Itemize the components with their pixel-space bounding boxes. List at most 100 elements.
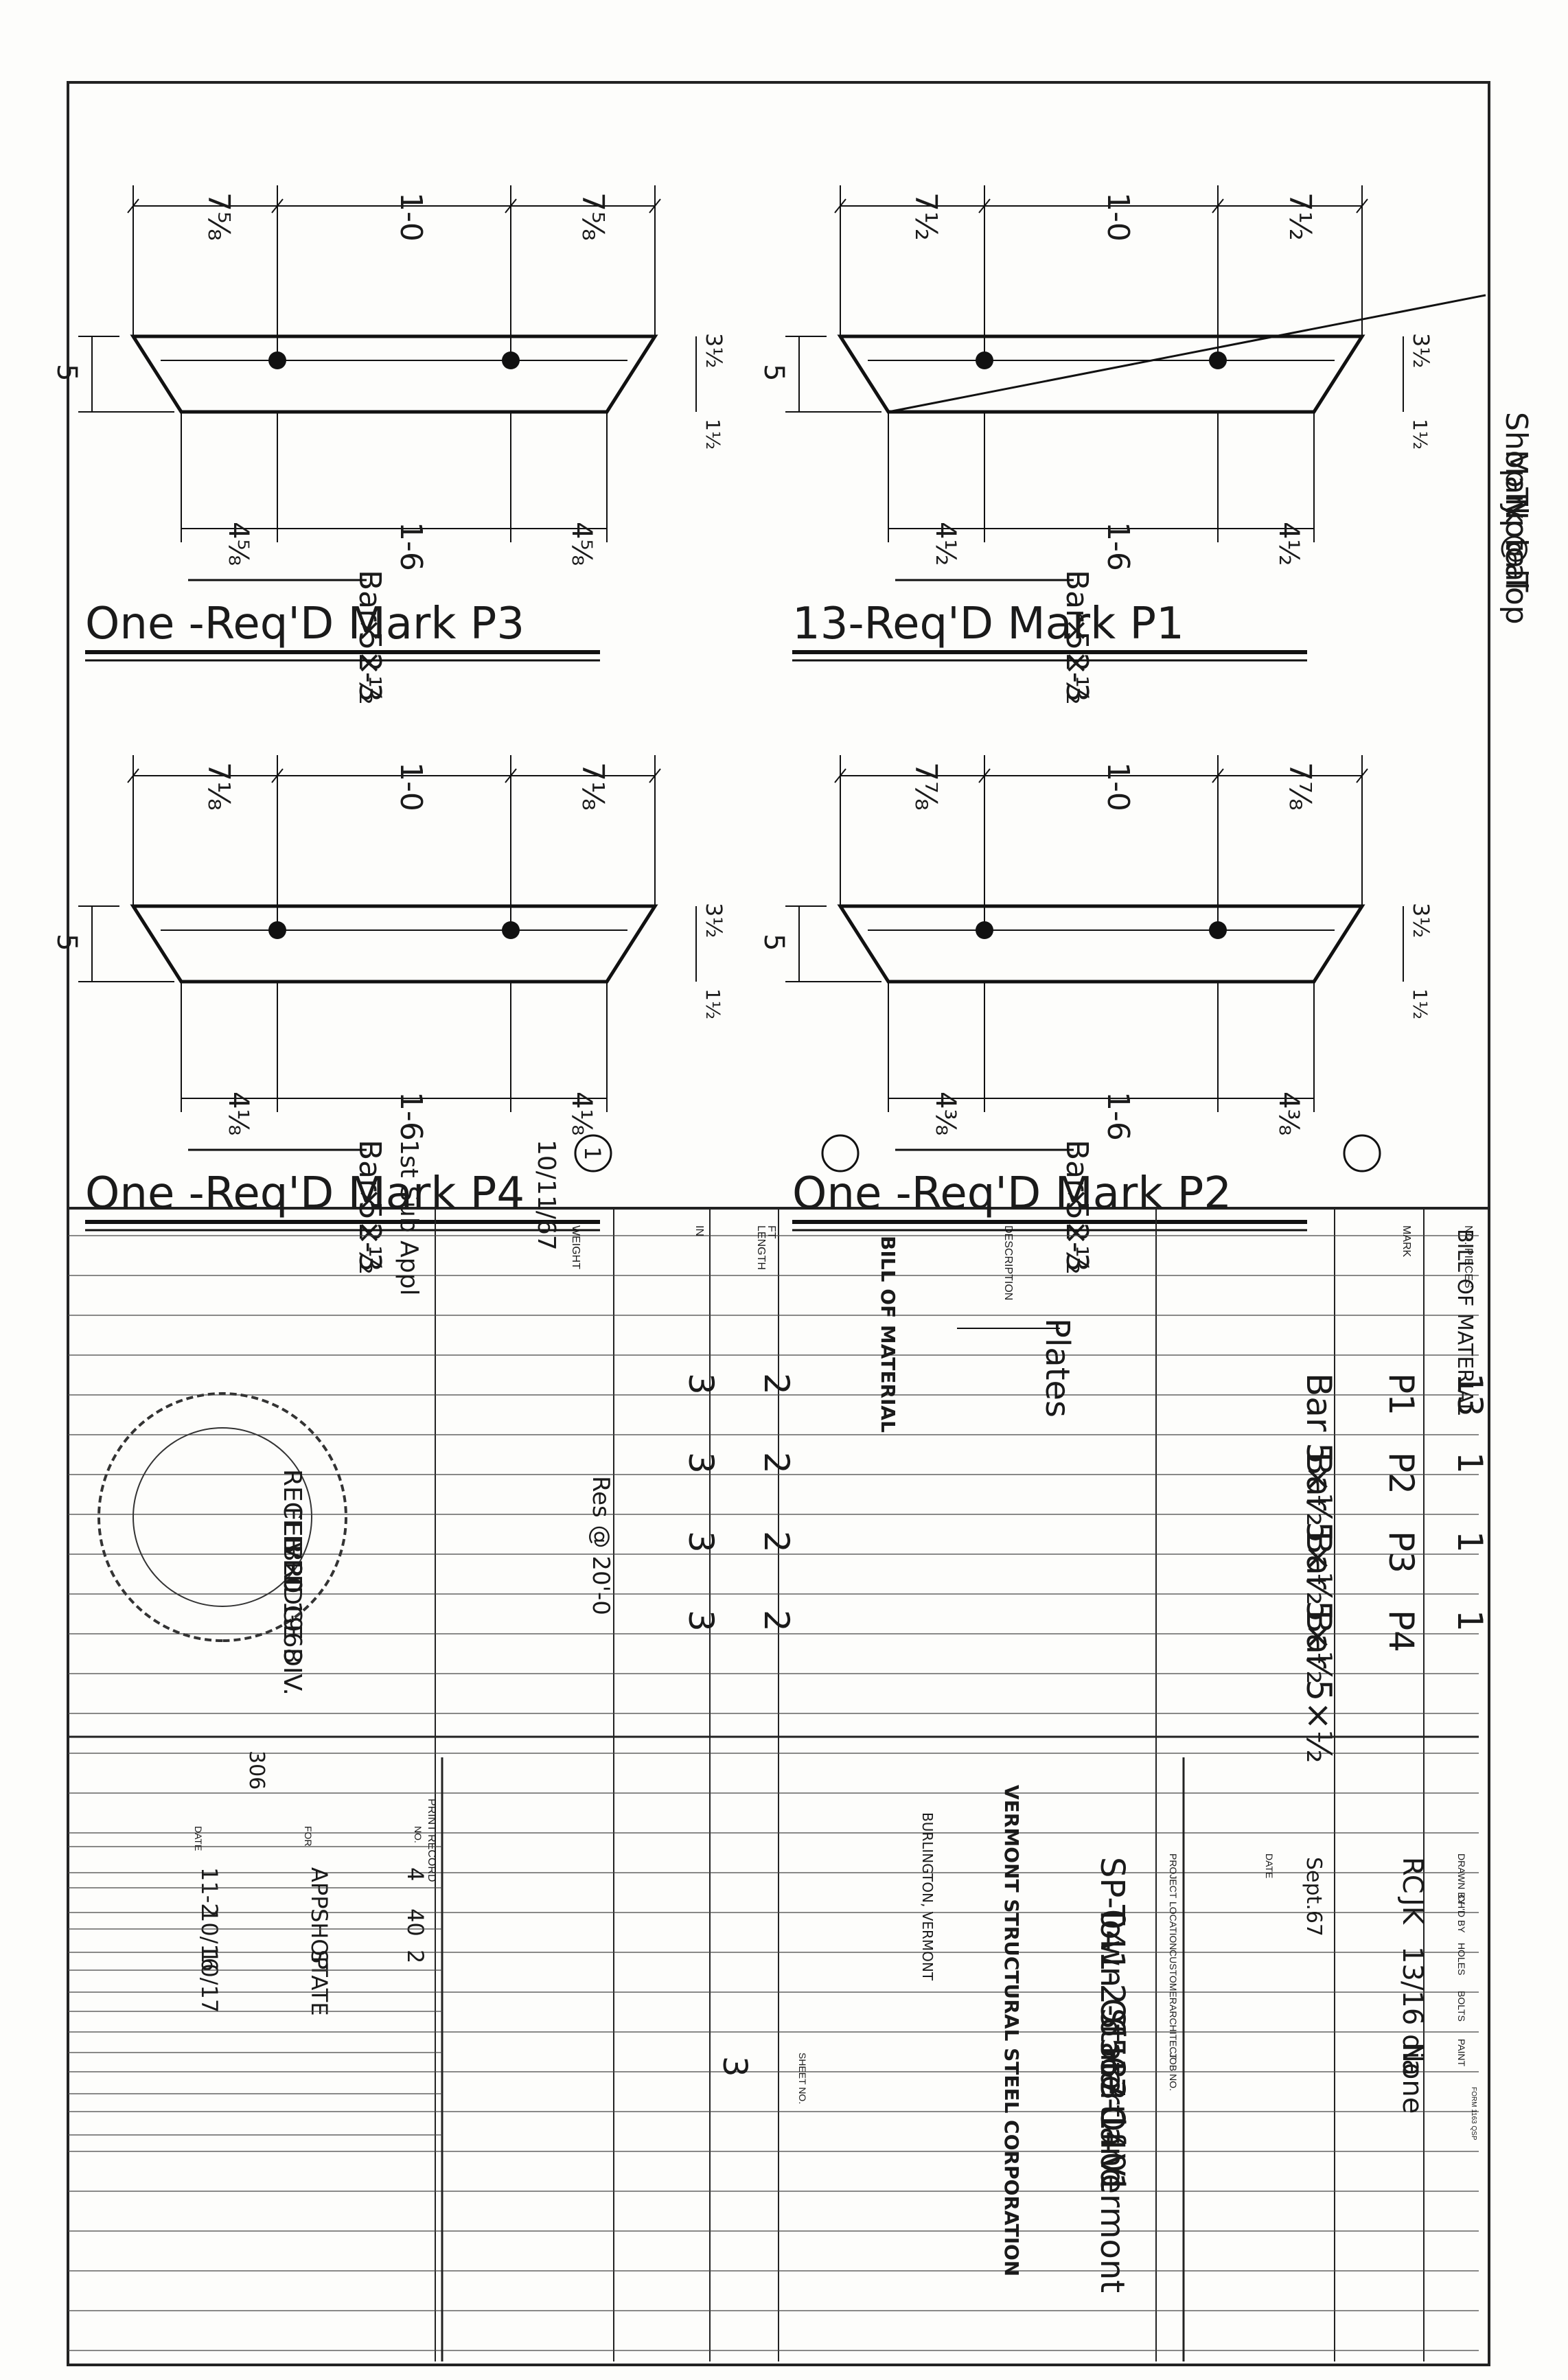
dim-tick	[271, 768, 284, 783]
revision-note: 1st Sub Appl	[395, 1140, 423, 1296]
stamp-ring	[97, 1392, 347, 1642]
drawing-title: One -Req'D Mark P3	[85, 599, 524, 649]
company-name: VERMONT STRUCTURAL STEEL CORPORATION	[1000, 1785, 1023, 2276]
dim-bot-mid: 1-6	[1100, 522, 1135, 571]
tb-value: None	[1396, 2042, 1428, 2114]
bom-ft: 2	[757, 1610, 796, 1632]
col-weight: WEIGHT	[570, 1225, 581, 1269]
bom-description: Bar 5×½	[1299, 1452, 1339, 1606]
pr-no: 2	[402, 1950, 428, 1963]
revision-marker: 1	[579, 1146, 606, 1160]
revision-date: 10/11/67	[532, 1140, 560, 1251]
dim-hole-offset: 3½	[1408, 903, 1434, 938]
dim-tick	[505, 768, 517, 783]
dim-height: 5	[758, 364, 789, 381]
dim-top-mid: 1-0	[1100, 762, 1135, 811]
tb-value: 13/16 dia	[1396, 1946, 1428, 2076]
material-line1: Bar 5×½	[1059, 1140, 1094, 1275]
dim-tick	[834, 198, 846, 213]
col-in: IN	[693, 1225, 705, 1236]
bom-note: Res @ 20'-0	[587, 1476, 614, 1615]
dim-tick	[127, 198, 139, 213]
dim-top-right: 7⅞	[908, 762, 943, 811]
drawing-title: One -Req'D Mark P4	[85, 1168, 524, 1219]
col-description: DESCRIPTION	[1002, 1225, 1014, 1300]
drawing-title: 13-Req'D Mark P1	[792, 599, 1184, 649]
tb-value: JK	[1396, 1896, 1428, 1926]
stamp-ring-inner	[132, 1427, 312, 1607]
stamp-line: FEB 20 1968	[278, 1507, 306, 1663]
shop-note-line: Mark @ Top	[1499, 450, 1534, 625]
bill-of-material: BILL OF MATERIAL NO. PIECES MARK DESCRIPTI…	[67, 1208, 1490, 2361]
stamp-line: RECEIVED	[278, 1469, 306, 1593]
dim-tick	[271, 198, 284, 213]
dim-height: 5	[51, 934, 82, 951]
dim-top-left: 7⅝	[575, 192, 610, 241]
leader-line	[888, 294, 1486, 413]
dim-top-right: 7⅛	[201, 762, 236, 811]
title-block: VERMONT STRUCTURAL STEEL CORPORATION BURL…	[68, 1735, 1479, 2361]
dim-top-left: 7½	[1282, 192, 1317, 241]
revision-circle	[1343, 1134, 1381, 1172]
print-record-col: FOR	[303, 1826, 314, 1847]
dim-top-right: 7⅝	[201, 192, 236, 241]
bom-heading: Plates	[1038, 1318, 1076, 1418]
dim-tick	[1212, 768, 1224, 783]
dim-tick	[1212, 198, 1224, 213]
dim-hole-offset-b: 1½	[702, 419, 724, 450]
tb-label: LOCATION	[1168, 1902, 1179, 1950]
dim-tick	[1356, 768, 1368, 783]
dim-hole-offset: 3½	[701, 333, 727, 368]
bom-ft: 2	[757, 1373, 796, 1395]
dim-bot-mid: 1-6	[1100, 1091, 1135, 1141]
dim-hole-offset-b: 1½	[702, 989, 724, 1019]
col-mark: MARK	[1400, 1225, 1412, 1258]
dim-top-left: 7⅞	[1282, 762, 1317, 811]
dim-bot-right: 4⅛	[222, 1091, 254, 1135]
dim-height: 5	[51, 364, 82, 381]
bom-title: BILL OF MATERIAL	[877, 1236, 899, 1433]
company-city: BURLINGTON, VERMONT	[919, 1812, 936, 1981]
dim-tick	[127, 768, 139, 783]
dim-top-left: 7⅛	[575, 762, 610, 811]
pr-date: 10/16	[196, 1908, 222, 1972]
dim-tick	[834, 768, 846, 783]
dim-bot-right: 4½	[930, 522, 961, 566]
tb-label: DRAWN BY	[1456, 1853, 1467, 1906]
tb-date: Sept.67	[1302, 1857, 1326, 1937]
dim-top-mid: 1-0	[1100, 192, 1135, 242]
tb-value: 67-1401	[1093, 2056, 1131, 2194]
shop-note-line: Typical	[1499, 487, 1534, 590]
tb-label: CH'D BY	[1456, 1895, 1467, 1933]
tb-label: ARCHITECT	[1168, 2004, 1179, 2060]
bom-description: Bar 5×½	[1299, 1610, 1339, 1764]
bom-ft: 2	[757, 1452, 796, 1474]
dim-bot-left: 4⅛	[566, 1091, 597, 1135]
pr-for: STATE	[306, 1950, 332, 2016]
drawing-title: One -Req'D Mark P2	[792, 1168, 1232, 1219]
tb-label: PROJECT	[1168, 1853, 1179, 1899]
dim-bot-left: 4½	[1273, 522, 1304, 566]
print-record-col: NO.	[413, 1826, 424, 1843]
tb-value: RC	[1396, 1857, 1428, 1894]
material-line1: Bar 5×½	[1059, 570, 1094, 705]
bom-mark: P2	[1381, 1452, 1421, 1494]
bom-pieces: 1	[1450, 1452, 1490, 1474]
print-record: PRINT RECORDNO.FORDATE4APP11-240SHOP10/1…	[68, 1799, 442, 2136]
dim-bot-right: 4⅜	[930, 1091, 961, 1135]
col-pieces: NO. PIECES	[1462, 1225, 1474, 1289]
bom-pieces: 13	[1450, 1373, 1490, 1417]
dim-top-mid: 1-0	[393, 762, 428, 811]
material-line1: Bar 5×½	[352, 1140, 387, 1275]
tb-date-label: DATE	[1264, 1853, 1275, 1878]
dim-tick	[649, 198, 661, 213]
tb-sheet: 3	[715, 2056, 754, 2077]
bom-title: BILL OF MATERIAL	[1453, 1229, 1477, 1415]
dim-bot-left: 4⅝	[566, 522, 597, 566]
